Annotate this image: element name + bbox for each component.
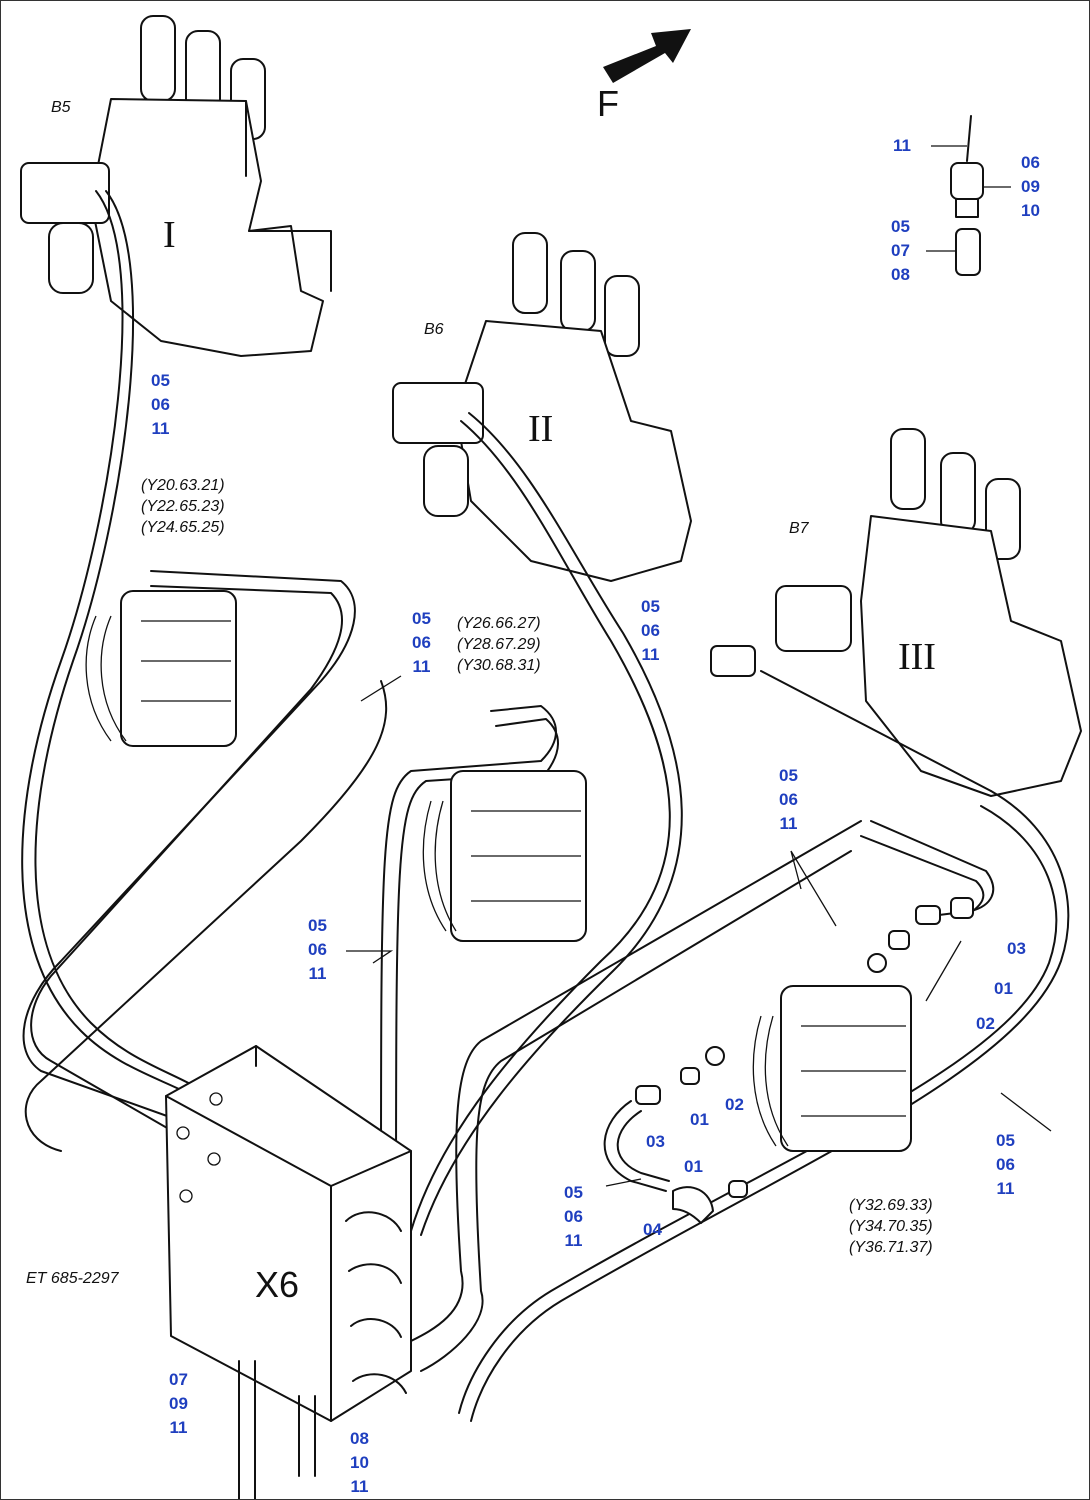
solenoid-group-c-label: (Y32.69.33)(Y34.70.35)(Y36.71.37): [849, 1197, 933, 1256]
valve-block-3-label: III: [898, 636, 936, 678]
direction-arrow: [603, 29, 691, 83]
valve-block-1-label: I: [163, 214, 176, 256]
callout-fitting-01-right: 01: [994, 979, 1013, 998]
valve-block-3: [710, 428, 1082, 797]
fittings: [635, 897, 974, 1224]
conduits: [238, 1360, 316, 1499]
solenoid-group-a-label: (Y20.63.21)(Y22.65.23)(Y24.65.25): [141, 477, 225, 536]
sensor-b7-body: [775, 585, 852, 652]
valve-block-2: [392, 232, 692, 582]
callout-fitting-02-mid: 02: [725, 1095, 744, 1114]
junction-box-reference: ET 685-2297: [26, 1270, 119, 1287]
sensor-b5-body: [20, 162, 110, 224]
junction-box-shape: [165, 1045, 412, 1422]
sensor-b5-label: B5: [51, 99, 71, 116]
direction-label: F: [597, 83, 619, 124]
callout-detail-11: 11: [893, 136, 911, 155]
callout-fitting-04: 04: [643, 1220, 662, 1239]
valve-block-2-label: II: [528, 408, 554, 450]
valve-block-1: [20, 15, 332, 357]
callout-fitting-01-mid: 01: [690, 1110, 709, 1129]
solenoid-group-c-shape: [752, 985, 912, 1152]
sensor-b6-label: B6: [424, 321, 444, 338]
callout-fitting-03-right: 03: [1007, 939, 1026, 958]
solenoid-group-b-shape: [422, 770, 587, 942]
leader-lines: [346, 675, 1052, 1187]
sensor-b6-body: [392, 382, 484, 444]
detail-connector: [926, 115, 1011, 276]
junction-box-label: X6: [255, 1264, 300, 1305]
callout-fitting-02-right: 02: [976, 1014, 995, 1033]
cable-harness: [21, 190, 1070, 1422]
sensor-b7-label: B7: [789, 520, 809, 537]
callout-fitting-03-mid: 03: [646, 1132, 665, 1151]
solenoid-group-b-label: (Y26.66.27)(Y28.67.29)(Y30.68.31): [457, 615, 541, 674]
callout-fitting-01-low: 01: [684, 1157, 703, 1176]
solenoid-group-a-shape: [85, 590, 237, 747]
